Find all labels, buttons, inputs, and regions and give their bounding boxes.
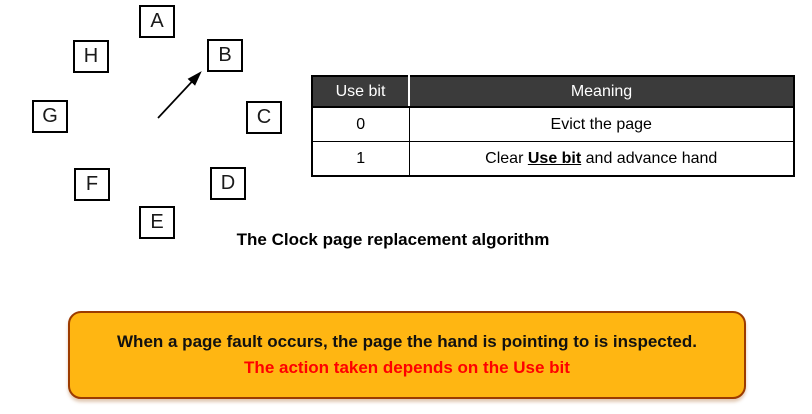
clock-node-b: B [207, 39, 243, 72]
use-bit-value-cell: 0 [311, 106, 410, 142]
meaning-text-suffix: and advance hand [581, 149, 718, 167]
meaning-value-cell: Clear Use bit and advance hand [408, 141, 795, 177]
clock-hand-arrow-icon [157, 71, 202, 119]
meaning-value-cell: Evict the page [408, 106, 795, 142]
use-bit-value-cell: 1 [311, 141, 410, 177]
table-header-row: Use bit Meaning [312, 76, 794, 108]
callout-line-1: When a page fault occurs, the page the h… [117, 332, 697, 351]
table-row: 0 Evict the page [311, 106, 795, 142]
clock-diagram: A B C D E F G H [0, 0, 300, 250]
clock-node-a: A [139, 5, 175, 38]
clock-node-h: H [73, 40, 109, 73]
clock-node-g: G [32, 100, 68, 133]
table-row: 1 Clear Use bit and advance hand [311, 141, 795, 177]
meaning-column-header: Meaning [408, 76, 794, 108]
note-callout: When a page fault occurs, the page the h… [68, 311, 746, 399]
diagram-caption: The Clock page replacement algorithm [236, 230, 550, 249]
clock-node-e: E [139, 206, 175, 239]
clock-node-c: C [246, 101, 282, 134]
use-bit-emphasis: Use bit [527, 149, 582, 167]
use-bit-table: Use bit Meaning 0 Evict the page 1 Clear… [311, 75, 795, 177]
clock-node-d: D [210, 167, 246, 200]
meaning-text-prefix: Clear [485, 149, 528, 167]
clock-node-f: F [74, 168, 110, 201]
callout-line-2: The action taken depends on the Use bit [244, 358, 570, 377]
use-bit-column-header: Use bit [312, 76, 409, 108]
